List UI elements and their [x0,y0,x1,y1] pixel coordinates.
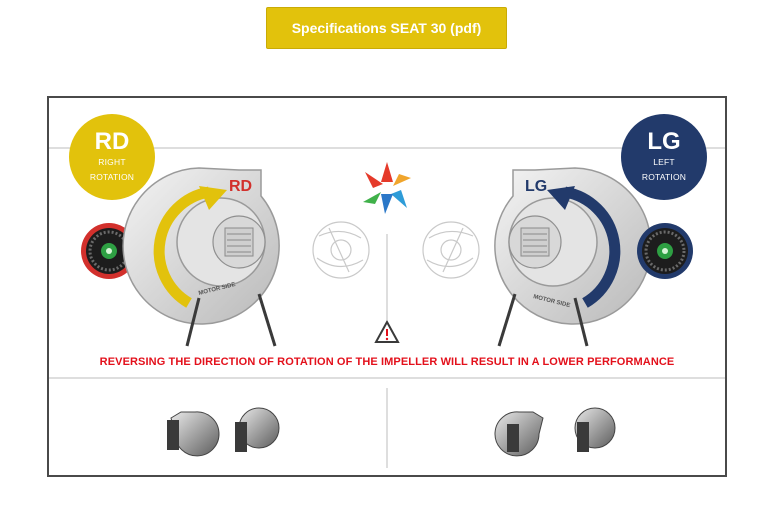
lg-badge-code: LG [647,129,680,155]
lg-left-rotation-badge: LG LEFT ROTATION [621,114,707,200]
performance-warning-text: REVERSING THE DIRECTION OF ROTATION OF T… [49,356,725,368]
lg-impeller-icon [637,223,693,279]
rd-fan-housing: RD MOTOR SIDE [123,168,279,346]
rd-right-rotation-badge: RD RIGHT ROTATION [69,114,155,200]
warning-triangle-icon [376,322,398,342]
rd-badge-code: RD [95,129,130,155]
rd-impeller-sketch-icon [313,222,369,278]
lg-impeller-sketch-icon [423,222,479,278]
fan-thumbnail-icon [495,412,543,456]
fan-thumbnail-icon [575,408,615,452]
fan-thumbnail-icon [235,408,279,452]
lg-fan-label: LG [525,178,547,195]
logo-star-icon [363,162,411,214]
fan-thumbnail-icon [167,412,219,456]
specifications-pdf-button[interactable]: Specifications SEAT 30 (pdf) [266,7,507,49]
lg-fan-housing: LG MOTOR SIDE [495,168,651,346]
rd-badge-line2: ROTATION [90,170,134,185]
rd-badge-line1: RIGHT [98,155,125,170]
rotation-diagram-panel: RD MOTOR SIDE [47,96,727,477]
rd-fan-label: RD [229,178,252,195]
lg-badge-line1: LEFT [653,155,675,170]
lg-badge-line2: ROTATION [642,170,686,185]
